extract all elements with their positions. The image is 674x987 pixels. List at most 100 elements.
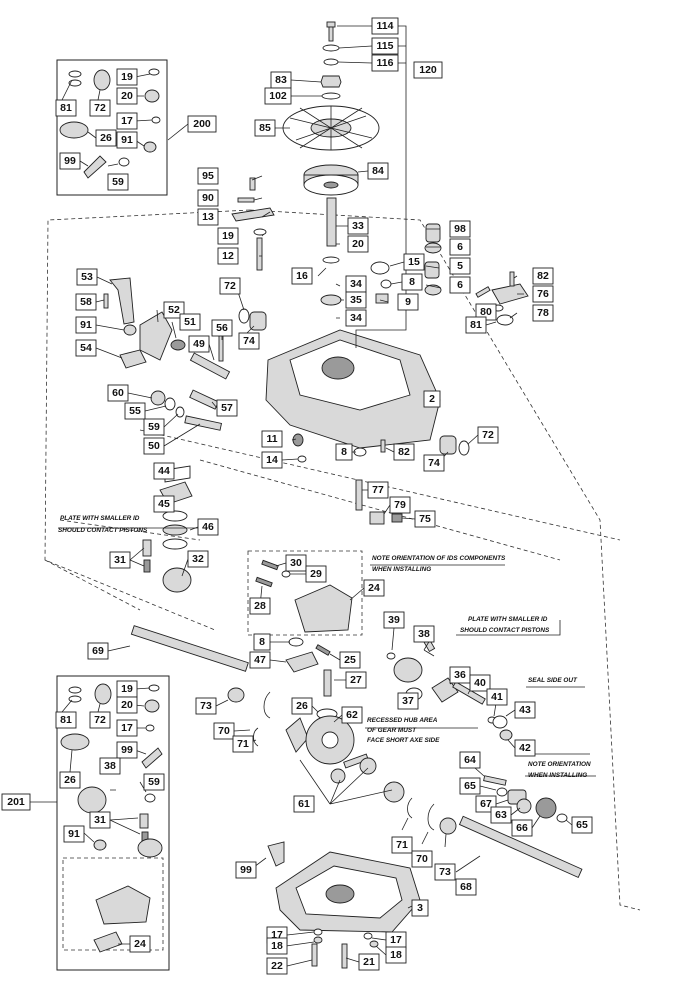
svg-text:32: 32 (192, 553, 204, 565)
callout-22: 22 (266, 957, 288, 975)
block-79-part (369, 511, 385, 525)
kit201-ring-19 (148, 684, 160, 692)
svg-text:17: 17 (121, 722, 133, 734)
svg-text:116: 116 (377, 57, 394, 69)
svg-text:17: 17 (121, 115, 133, 127)
svg-text:34: 34 (350, 312, 362, 324)
ids-assembly-frame (247, 550, 363, 636)
note-plate-right-2: SHOULD CONTACT PISTONS (460, 627, 550, 634)
kit200-callout-72: 72 (89, 99, 111, 117)
callout-115: 115 (371, 37, 399, 55)
svg-text:73: 73 (200, 700, 212, 712)
kit201-piston-31 (139, 813, 149, 829)
svg-text:16: 16 (296, 270, 308, 282)
ball-14-part (297, 455, 307, 463)
bolt-21-part (341, 943, 348, 969)
kit201-o-ring-59 (144, 793, 156, 803)
note-seal: SEAL SIDE OUT (528, 677, 578, 684)
kit201-callout-24: 24 (129, 935, 151, 953)
svg-text:73: 73 (439, 866, 451, 878)
callout-95: 95 (197, 167, 219, 185)
pin-77-part (355, 479, 363, 511)
svg-text:66: 66 (516, 822, 528, 834)
svg-text:58: 58 (80, 296, 92, 308)
callout-13: 13 (197, 208, 219, 226)
gear-63-part (516, 798, 532, 814)
kit201-callout-19: 19 (116, 680, 138, 698)
svg-text:62: 62 (346, 709, 358, 721)
pin-82b-part (380, 439, 386, 453)
svg-text:68: 68 (460, 881, 472, 893)
callout-70a: 70 (213, 722, 235, 740)
washer-17a-part (313, 928, 323, 936)
svg-text:59: 59 (148, 421, 160, 433)
callout-35: 35 (345, 291, 367, 309)
svg-text:95: 95 (202, 170, 214, 182)
svg-text:85: 85 (259, 122, 271, 134)
svg-text:71: 71 (396, 839, 408, 851)
washer-18a-part (313, 936, 323, 944)
svg-text:79: 79 (394, 499, 406, 511)
lever-52-part (139, 311, 173, 361)
callout-33: 33 (347, 217, 369, 235)
callout-98: 98 (449, 220, 471, 238)
callout-72b: 72 (477, 426, 499, 444)
callout-59: 59 (143, 418, 165, 436)
kit201-o-ring-81 (68, 686, 82, 694)
svg-text:67: 67 (480, 798, 492, 810)
axle-68-part (458, 815, 583, 879)
svg-text:3: 3 (417, 902, 423, 914)
callout-36: 36 (449, 666, 471, 684)
callout-82a: 82 (532, 267, 554, 285)
callout-99: 99 (235, 861, 257, 879)
svg-text:18: 18 (390, 949, 402, 961)
callout-91: 91 (75, 316, 97, 334)
note-orient-2: WHEN INSTALLING (528, 772, 587, 779)
bearing-6a-part (424, 242, 442, 254)
callout-69: 69 (87, 642, 109, 660)
bushing-91-part (123, 324, 137, 336)
callout-47: 47 (249, 651, 271, 669)
callout-24: 24 (363, 579, 385, 597)
note-plate-left-2: SHOULD CONTACT PISTONS (58, 527, 148, 534)
kit200-o-ring-59 (118, 157, 130, 167)
svg-text:120: 120 (419, 64, 437, 76)
svg-text:20: 20 (121, 699, 133, 711)
callout-83: 83 (270, 71, 292, 89)
clip-70b-part (427, 803, 435, 831)
pin-95-part (249, 177, 256, 191)
callout-16: 16 (291, 267, 313, 285)
svg-text:8: 8 (341, 446, 347, 458)
svg-text:78: 78 (537, 307, 549, 319)
svg-text:20: 20 (352, 238, 364, 250)
svg-text:77: 77 (372, 484, 384, 496)
kit200-callout-81: 81 (55, 99, 77, 117)
gear-61c-part (383, 781, 405, 803)
callout-64: 64 (459, 751, 481, 769)
svg-text:31: 31 (94, 814, 106, 826)
washer-55-part (164, 397, 176, 411)
seal-73a-part (227, 687, 245, 703)
filter-78-part (496, 314, 514, 326)
washer-65a-part (496, 787, 508, 797)
clip-70a-part (263, 691, 271, 719)
shaft-50-part (184, 415, 223, 431)
callout-73b: 73 (434, 863, 456, 881)
callout-18b: 18 (385, 946, 407, 964)
bearing-46-part (162, 524, 188, 536)
plate-46b-part (162, 538, 188, 550)
washer-17b-part (363, 932, 373, 940)
washer-20-part (322, 256, 340, 264)
callout-37: 37 (397, 692, 419, 710)
spring-30-part (261, 559, 279, 571)
kit200-washer-20 (144, 89, 160, 103)
callout-90: 90 (197, 189, 219, 207)
callout-78: 78 (532, 304, 554, 322)
svg-text:71: 71 (237, 738, 249, 750)
callout-43: 43 (514, 701, 536, 719)
gear-98-part (425, 223, 441, 243)
svg-text:53: 53 (81, 271, 93, 283)
kit201-callout-26: 26 (59, 771, 81, 789)
note-hub-1: RECESSED HUB AREA (367, 717, 438, 724)
svg-text:19: 19 (121, 71, 133, 83)
